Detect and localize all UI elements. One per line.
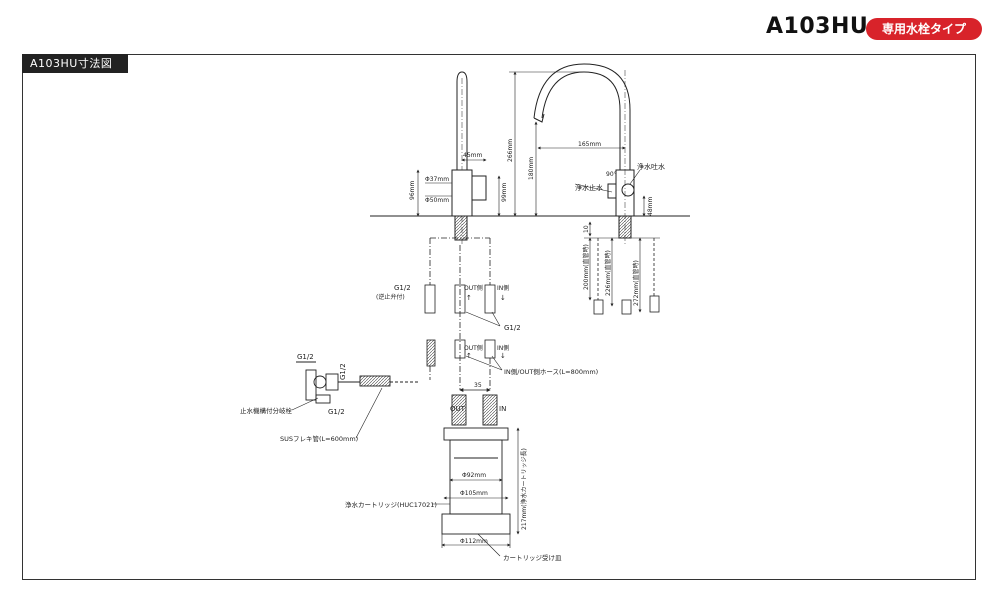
type-badge: 専用水栓タイプ bbox=[866, 18, 982, 40]
label-hose: IN側/OUT側ホース(L=800mm) bbox=[504, 368, 598, 376]
label-in: IN bbox=[499, 405, 506, 413]
label-out: OUT bbox=[450, 405, 466, 413]
side-hoses bbox=[593, 238, 660, 315]
label-out-side-2: OUT側 bbox=[464, 344, 483, 352]
label-purified-outlet: 浄水吐水 bbox=[637, 162, 665, 171]
label-tray: カートリッジ受け皿 bbox=[503, 553, 562, 562]
arrow-up-1: ↑ bbox=[466, 294, 472, 302]
dim-272: 272mm(直管時) bbox=[632, 260, 640, 306]
dim-48: 48mm bbox=[647, 197, 654, 216]
dim-35: 35 bbox=[474, 382, 482, 389]
dim-200: 200mm(直管時) bbox=[582, 244, 590, 290]
cartridge bbox=[441, 394, 511, 535]
dim-112: Φ112mm bbox=[460, 538, 488, 545]
side-faucet bbox=[533, 63, 635, 245]
dim-50: Φ50mm bbox=[425, 197, 449, 204]
arrow-down-1: ↓ bbox=[500, 294, 506, 302]
dim-10: 10 bbox=[583, 225, 590, 233]
model-name: A103HU bbox=[766, 14, 869, 39]
drawing-frame bbox=[22, 54, 976, 580]
frame-title: A103HU寸法図 bbox=[22, 54, 128, 73]
label-cartridge: 浄水カートリッジ(HUC17021) bbox=[345, 500, 437, 509]
center-hoses bbox=[424, 237, 496, 392]
label-g12-d: G1/2 bbox=[339, 363, 347, 380]
label-flex: SUSフレキ管(L=600mm) bbox=[280, 434, 358, 443]
dim-92: Φ92mm bbox=[462, 472, 486, 479]
label-purified-stop: 浄水止水 bbox=[575, 183, 603, 192]
arrow-up-2: ↑ bbox=[466, 352, 472, 360]
label-in-side-2: IN側 bbox=[497, 344, 509, 352]
dim-37: Φ37mm bbox=[425, 176, 449, 183]
dim-165: 165mm bbox=[578, 141, 601, 148]
label-backflow: (逆止弁付) bbox=[376, 293, 405, 301]
label-out-side-1: OUT側 bbox=[464, 284, 483, 292]
label-g12-c: G1/2 bbox=[297, 353, 314, 361]
branch-valve bbox=[296, 361, 420, 404]
dim-217: 217mm(浄水カートリッジ長) bbox=[520, 448, 528, 530]
dim-96: 96mm bbox=[409, 181, 416, 200]
dim-266: 266mm bbox=[507, 139, 514, 162]
arrow-down-2: ↓ bbox=[500, 352, 506, 360]
dim-180: 180mm bbox=[528, 157, 535, 180]
front-faucet bbox=[451, 71, 487, 245]
label-valve: 止水機構付分岐栓 bbox=[240, 406, 293, 415]
label-g12-a: G1/2 bbox=[394, 284, 411, 292]
angle-90: 90° bbox=[606, 171, 617, 178]
label-in-side-1: IN側 bbox=[497, 284, 509, 292]
label-g12-e: G1/2 bbox=[328, 408, 345, 416]
dim-45: 45mm bbox=[463, 152, 482, 159]
dim-105: Φ105mm bbox=[460, 490, 488, 497]
dim-226: 226mm(直管時) bbox=[604, 250, 612, 296]
dim-99: 99mm bbox=[501, 183, 508, 202]
label-g12-b: G1/2 bbox=[504, 324, 521, 332]
